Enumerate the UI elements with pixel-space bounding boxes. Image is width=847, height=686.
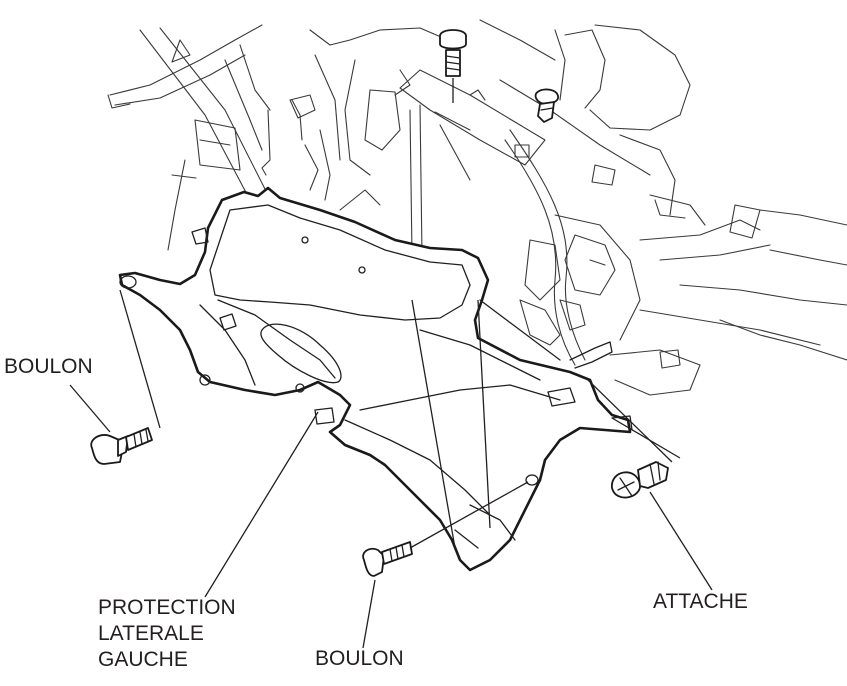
leader-lines — [69, 289, 713, 649]
bolt-icon — [90, 427, 153, 465]
bolt-label-left: BOULON — [4, 355, 93, 378]
chassis-background — [107, 19, 847, 396]
clip-label: ATTACHE — [653, 590, 748, 613]
bolt-label-bottom: BOULON — [315, 647, 404, 670]
bolt-icon — [439, 29, 467, 103]
bolt-icon — [362, 541, 413, 577]
clip-icon — [534, 88, 559, 123]
clip-icon — [611, 461, 669, 499]
side-cover-panel — [118, 186, 633, 572]
side-cover-label-line3: GAUCHE — [98, 648, 188, 671]
side-cover-label-line2: LATERALE — [98, 622, 204, 645]
side-cover-label-line1: PROTECTION — [98, 596, 236, 619]
